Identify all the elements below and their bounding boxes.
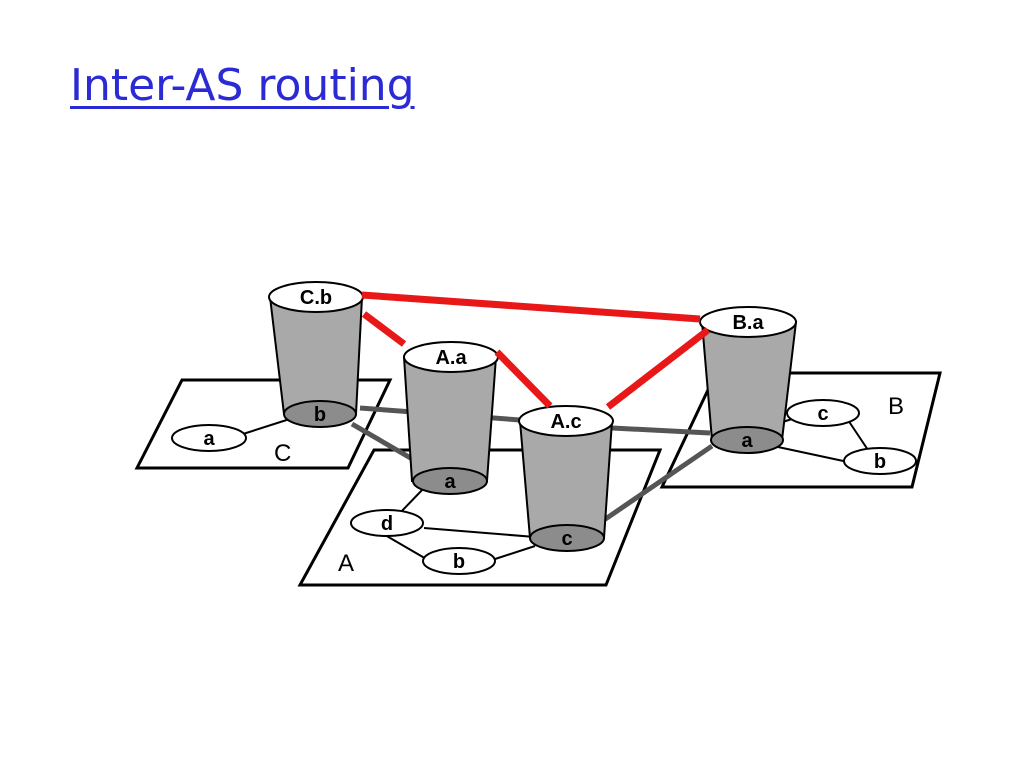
link-b-c-to-b-b	[847, 419, 869, 451]
router-top-aa-label: A.a	[435, 347, 467, 369]
as-a-label: A	[338, 550, 354, 577]
phys-link-cb-to-aa	[350, 421, 416, 463]
router-b-b-label: b	[874, 451, 886, 473]
router-top-ba-label: B.a	[732, 312, 764, 334]
as-a-routers: d b	[350, 509, 496, 575]
inter-as-link-cb-ba	[361, 291, 701, 323]
router-c-b	[283, 400, 357, 428]
phys-link-ac-to-ba	[611, 425, 711, 436]
router-cylinder-ac: c A.c	[518, 405, 614, 552]
router-top-cb-label: C.b	[300, 287, 332, 309]
router-a-a-label: a	[444, 471, 456, 493]
link-a-b-to-a-c	[491, 545, 536, 561]
router-b-c-label: c	[817, 403, 828, 425]
inter-as-link-ac-ba	[605, 327, 711, 410]
router-a-b-label: b	[453, 551, 465, 573]
router-a-d-label: d	[381, 513, 393, 535]
inter-as-link-cb-aa	[361, 311, 407, 347]
router-a-d	[350, 509, 424, 537]
as-b-label: B	[888, 393, 904, 420]
router-c-a-label: a	[203, 428, 215, 450]
router-cylinder-cb: b C.b	[268, 281, 364, 428]
link-b-a-to-b-b	[777, 446, 849, 463]
router-cylinder-aa: a A.a	[402, 341, 499, 495]
as-c-label: C	[274, 440, 291, 467]
router-a-c	[529, 524, 605, 552]
router-b-b	[843, 447, 917, 475]
page-title: Inter-AS routing	[70, 60, 415, 111]
router-top-ba	[699, 306, 797, 338]
link-a-d-to-a-b	[384, 534, 429, 561]
router-a-c-label: c	[561, 528, 572, 550]
router-cylinder-ba: a B.a	[699, 306, 798, 454]
router-b-a-label: a	[741, 430, 753, 452]
inter-as-link-aa-ac	[494, 349, 553, 409]
link-a-d-to-a-c	[423, 527, 536, 538]
inter-as-links	[361, 291, 711, 410]
router-a-a	[412, 467, 488, 495]
router-a-b	[422, 547, 496, 575]
router-top-ac	[518, 405, 614, 437]
router-top-ac-label: A.c	[550, 411, 581, 433]
router-c-b-label: b	[314, 404, 326, 426]
as-c-routers: a	[171, 424, 247, 452]
phys-link-ac-to-ba-lower	[602, 443, 714, 523]
router-b-a	[710, 426, 784, 454]
router-c-a	[171, 424, 247, 452]
router-b-c	[786, 399, 860, 427]
as-b-routers: c b	[786, 399, 917, 475]
